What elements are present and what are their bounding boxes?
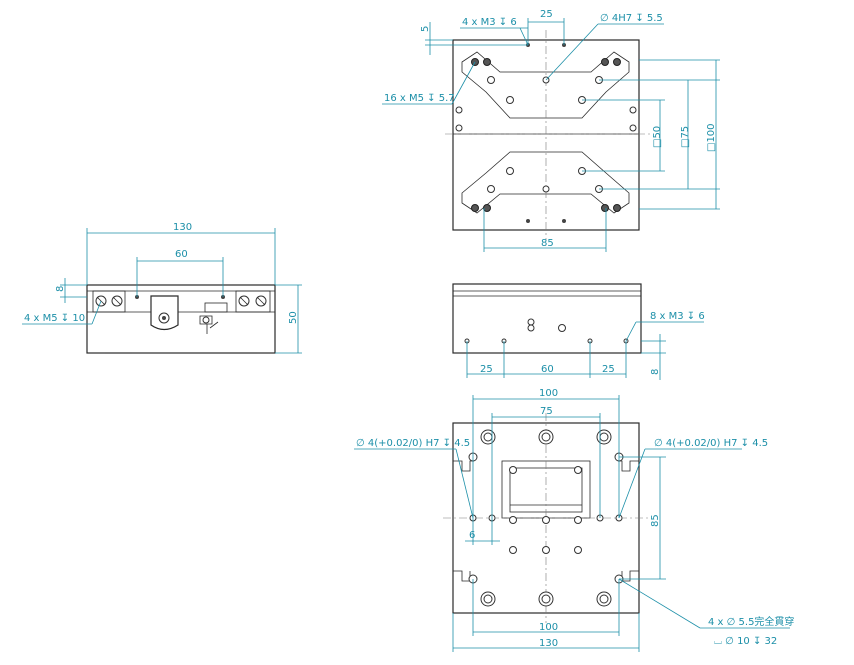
top-dim-5: 5: [420, 26, 431, 32]
front-dim-8: 8: [650, 369, 661, 375]
front-dim-25a: 25: [480, 364, 493, 375]
front-view-body: [452, 283, 642, 354]
bottom-dim-100-top: 100: [539, 388, 558, 399]
top-view: 25 5 □50 □75 □100 85 4 x M3 ↧ 6 ∅ 4H7 ↧ …: [382, 9, 720, 252]
top-callout-h47: ∅ 4H7 ↧ 5.5: [600, 13, 663, 24]
side-dim-130: 130: [173, 222, 192, 233]
bottom-holes: [468, 429, 624, 607]
bottom-callout-thru: 4 x ∅ 5.5完全貫穿: [708, 615, 794, 628]
top-callout-m5: 16 x M5 ↧ 5.7: [384, 93, 455, 104]
top-dim-25: 25: [540, 9, 553, 20]
side-view-body: [86, 284, 276, 354]
front-dim-25b: 25: [602, 364, 615, 375]
bottom-dim-100-bot: 100: [539, 622, 558, 633]
side-dim-8: 8: [55, 286, 66, 292]
top-dim-75: □75: [680, 126, 691, 148]
front-view: 25 60 25 8 8 x M3 ↧ 6: [452, 283, 705, 380]
bottom-callout-cbore: ⌴ ∅ 10 ↧ 32: [714, 636, 777, 647]
top-dim-100: □100: [706, 123, 717, 152]
top-x-plate-upper: [461, 51, 630, 119]
front-callout-m3: 8 x M3 ↧ 6: [650, 311, 705, 322]
front-dim-60: 60: [541, 364, 554, 375]
bottom-dim-6: 6: [469, 530, 475, 541]
side-callout-m5: 4 x M5 ↧ 10: [24, 313, 85, 324]
side-view: 130 60 8 50 4 x M5 ↧ 10: [22, 222, 302, 354]
bottom-callout-h4-left: ∅ 4(+0.02/0) H7 ↧ 4.5: [356, 438, 470, 449]
side-dim-50: 50: [288, 311, 299, 324]
top-dim-50: □50: [652, 126, 663, 148]
top-callout-m3: 4 x M3 ↧ 6: [462, 17, 517, 28]
bottom-dim-130: 130: [539, 638, 558, 649]
bottom-view: 100 75 85 6 100 130 ∅ 4(+0.02/0) H7 ↧ 4.…: [354, 388, 794, 652]
bottom-dim-75: 75: [540, 406, 553, 417]
bottom-dim-85: 85: [650, 514, 661, 527]
side-dim-60: 60: [175, 249, 188, 260]
top-dim-85: 85: [541, 238, 554, 249]
bottom-callout-h4-right: ∅ 4(+0.02/0) H7 ↧ 4.5: [654, 438, 768, 449]
top-x-plate-lower: [461, 151, 630, 214]
